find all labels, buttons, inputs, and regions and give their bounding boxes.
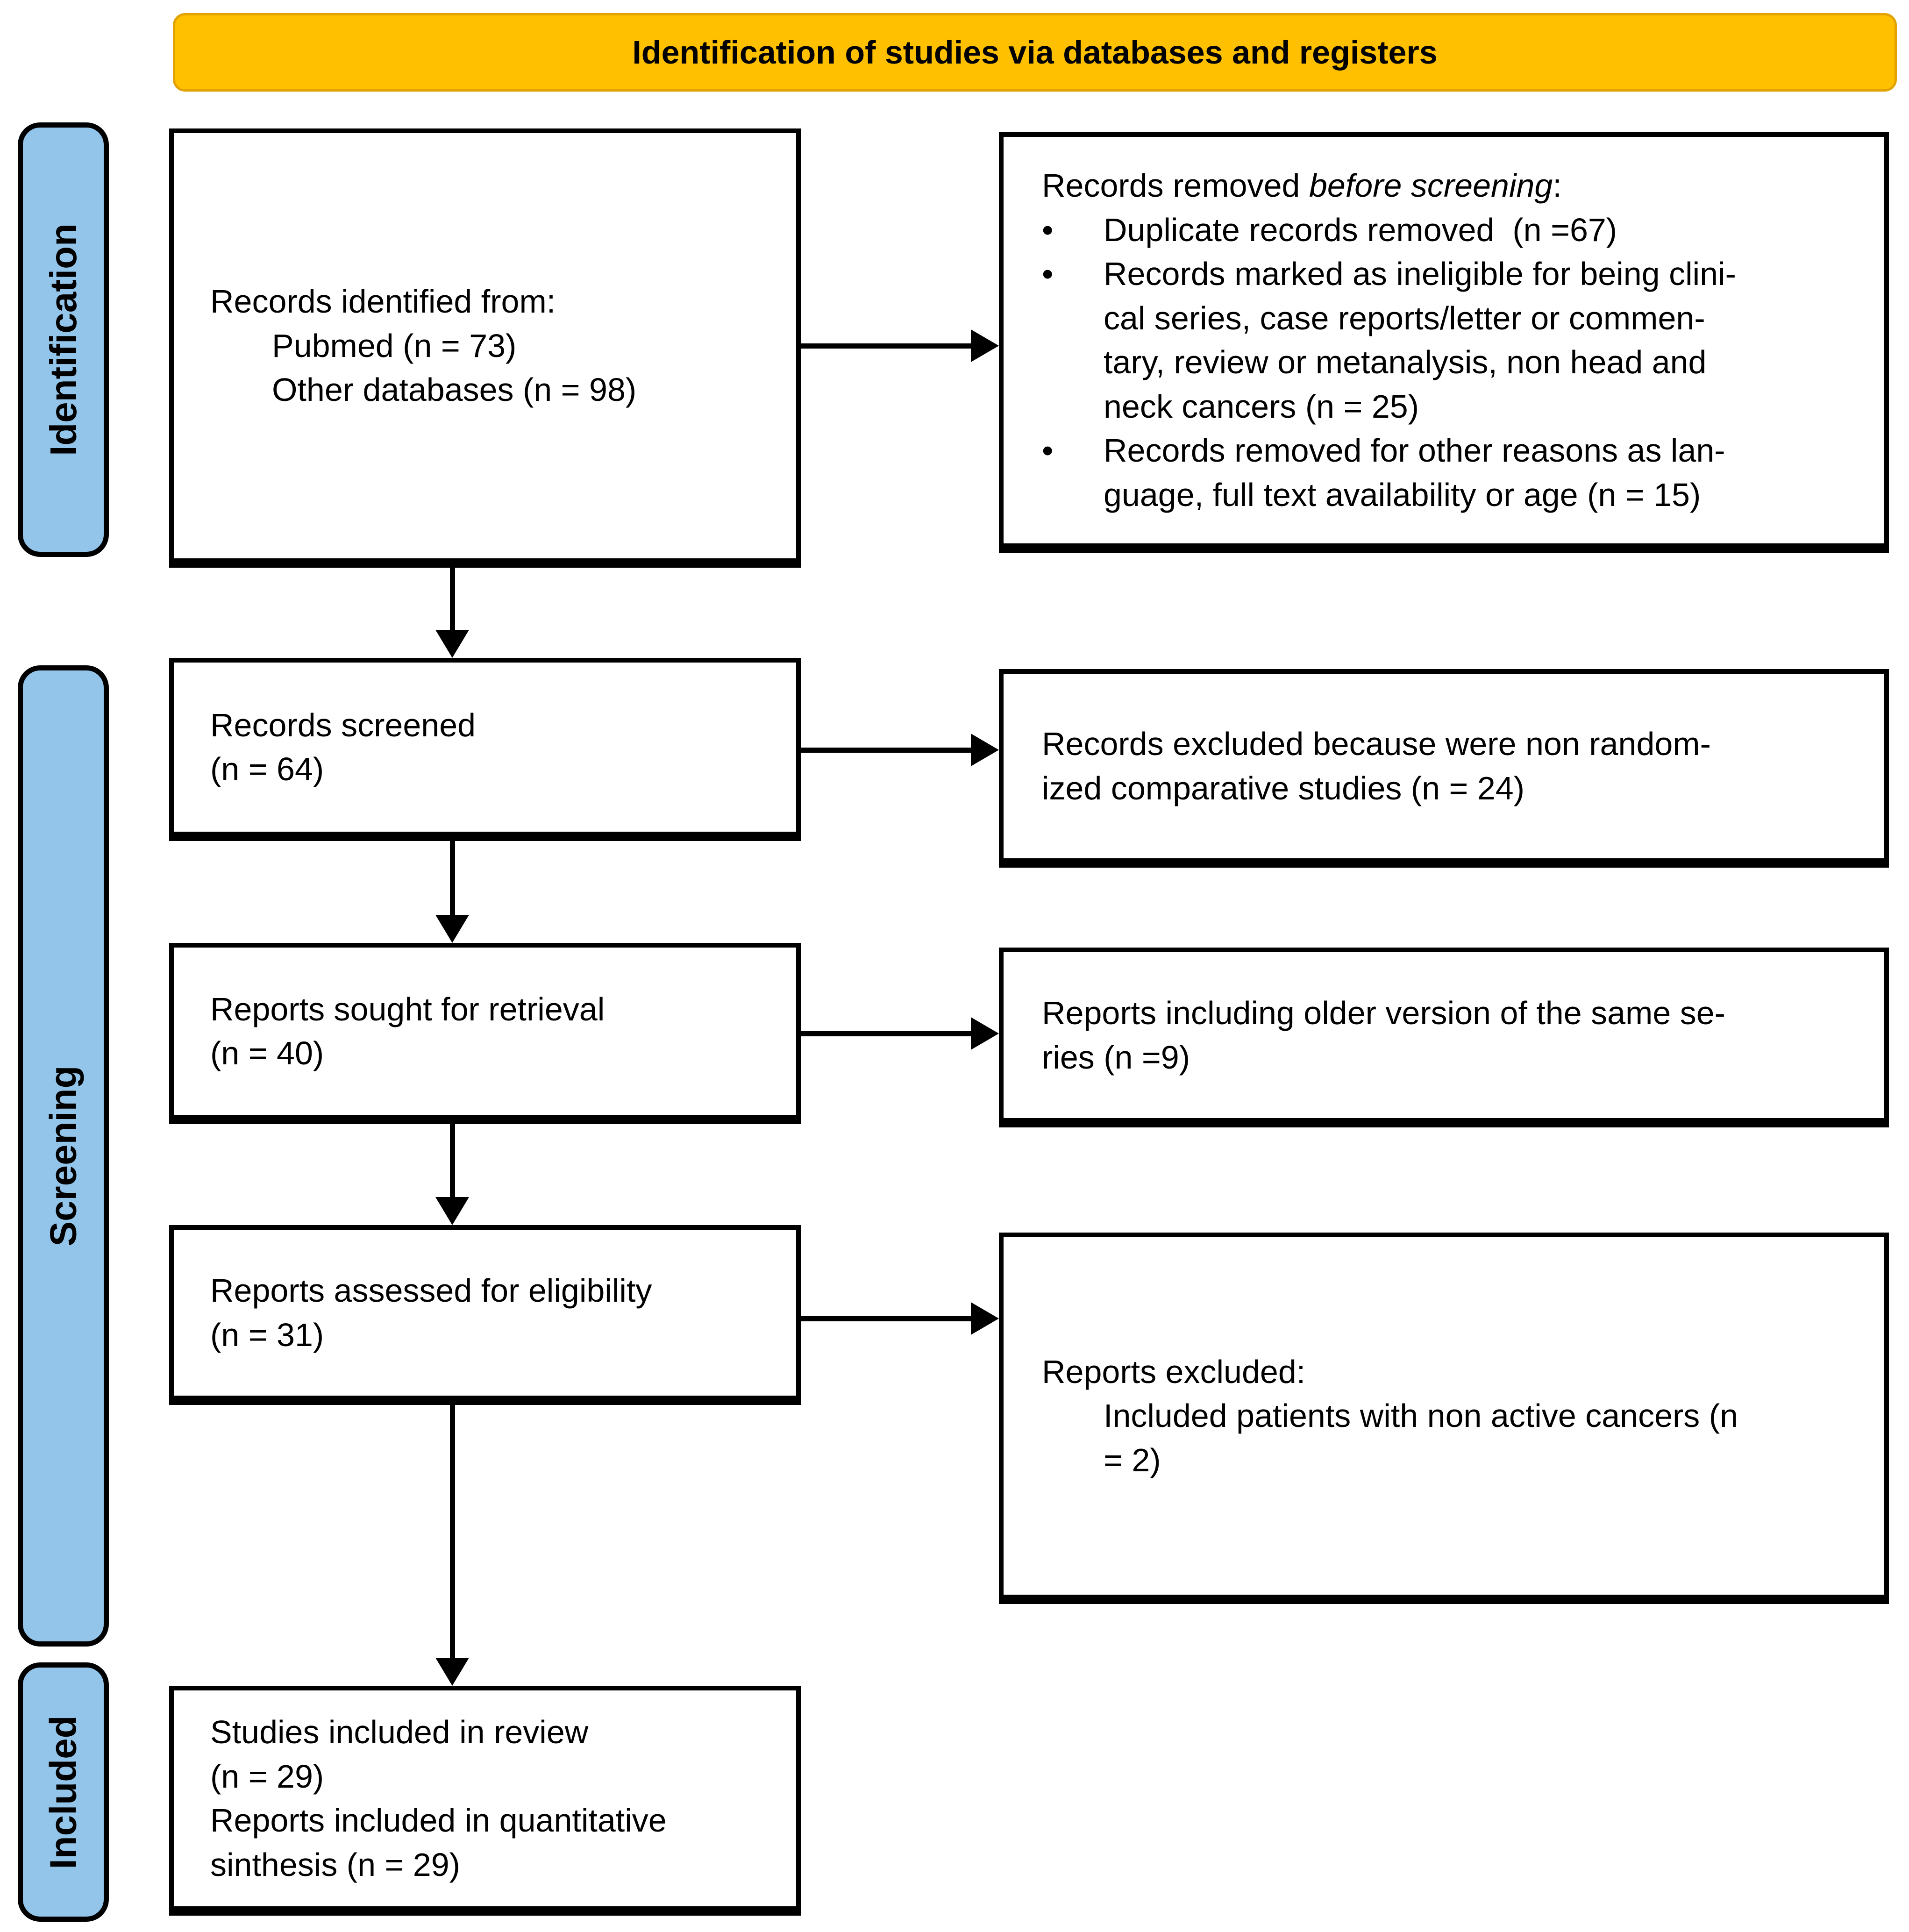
list-item-text: Duplicate records removed (n =67) [1104,211,1617,248]
arrow-shaft [450,568,455,632]
list-item-text: Records marked as ineligible for being c… [1104,256,1736,425]
arrow-shaft [801,343,973,349]
arrow-screened-to-sought [435,841,469,943]
arrow-sought-to-older [801,1017,999,1050]
arrow-head-right-icon [971,734,999,766]
list-item: • Records removed for other reasons as l… [1042,428,1856,517]
list-item: • Records marked as ineligible for being… [1042,252,1856,428]
arrow-head-down-icon [435,1197,469,1225]
arrow-shaft [450,1124,455,1199]
arrow-assessed-to-excluded [801,1302,999,1335]
stage-screening: Screening [18,665,109,1647]
box-records-identified: Records identified from: Pubmed (n = 73)… [169,128,801,568]
bullet-icon: • [1042,432,1054,469]
reports-sought-text: Reports sought for retrieval (n = 40) [210,991,605,1072]
arrow-head-down-icon [435,915,469,943]
studies-included-text: Studies included in review (n = 29) Repo… [210,1714,667,1883]
box-records-screened: Records screened (n = 64) [169,658,801,841]
box-reports-sought: Reports sought for retrieval (n = 40) [169,943,801,1124]
list-item-text: Records removed for other reasons as lan… [1104,432,1725,513]
box-studies-included: Studies included in review (n = 29) Repo… [169,1686,801,1916]
arrow-sought-to-assessed [435,1124,469,1225]
arrow-identified-to-screened [435,568,469,658]
arrow-shaft [450,841,455,917]
records-removed-intro: Records removed before screening: [1042,164,1856,208]
reports-assessed-text: Reports assessed for eligibility (n = 31… [210,1272,652,1353]
box-reports-excluded: Reports excluded: Included patients with… [999,1233,1889,1604]
reports-excluded-title: Reports excluded: [1042,1353,1306,1390]
reports-excluded-detail: Included patients with non active cancer… [1104,1397,1738,1478]
arrow-head-down-icon [435,630,469,658]
arrow-assessed-to-included [435,1399,469,1686]
records-screened-text: Records screened (n = 64) [210,706,476,788]
arrow-shaft [801,1031,973,1036]
arrow-shaft [450,1399,455,1660]
records-identified-title: Records identified from: [210,283,556,320]
records-identified-sources: Pubmed (n = 73) Other databases (n = 98) [272,327,637,408]
arrow-head-right-icon [971,1302,999,1335]
stage-identification-label: Identification [42,223,84,456]
records-removed-intro-suffix: : [1553,167,1562,204]
arrow-head-right-icon [971,329,999,362]
arrow-head-right-icon [971,1017,999,1050]
stage-included-label: Included [42,1715,84,1869]
box-older-versions: Reports including older version of the s… [999,948,1889,1127]
arrow-identified-to-removed [801,329,999,362]
stage-included: Included [18,1662,109,1922]
arrow-screened-to-excluded [801,734,999,766]
records-removed-intro-italic: before screening [1309,167,1553,204]
box-records-removed: Records removed before screening: • Dupl… [999,132,1889,553]
older-versions-text: Reports including older version of the s… [1042,995,1725,1076]
banner-title: Identification of studies via databases … [632,34,1438,71]
arrow-shaft [801,748,973,753]
box-reports-assessed: Reports assessed for eligibility (n = 31… [169,1225,801,1405]
box-records-excluded: Records excluded because were non random… [999,669,1889,868]
stage-screening-label: Screening [42,1065,84,1247]
stage-identification: Identification [18,122,109,557]
arrow-shaft [801,1316,973,1321]
records-excluded-text: Records excluded because were non random… [1042,726,1711,806]
list-item: • Duplicate records removed (n =67) [1042,208,1856,252]
arrow-head-down-icon [435,1658,469,1686]
bullet-icon: • [1042,211,1054,248]
records-removed-list: • Duplicate records removed (n =67) • Re… [1042,208,1856,517]
records-removed-intro-prefix: Records removed [1042,167,1309,204]
bullet-icon: • [1042,256,1054,292]
banner: Identification of studies via databases … [173,13,1897,92]
